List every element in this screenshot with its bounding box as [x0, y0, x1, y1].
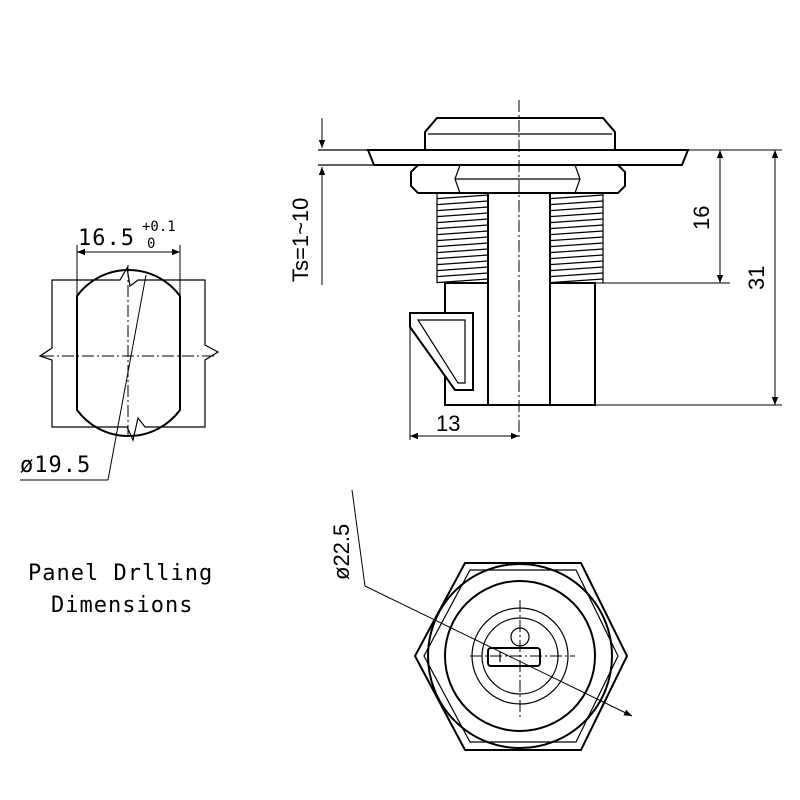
thread-crest	[549, 260, 604, 266]
thread-crest	[436, 248, 489, 254]
thread-crest	[549, 278, 604, 284]
thread-crest	[436, 230, 489, 236]
cam-plate	[409, 312, 474, 391]
thread-crest	[549, 212, 604, 218]
thread-crest	[549, 206, 604, 212]
cutout-diameter-value: ø19.5	[20, 453, 91, 478]
thread-crest	[436, 200, 489, 206]
side-view: Ts=1~10 16 31 13	[288, 100, 782, 440]
thread-crest	[549, 218, 604, 224]
thread-crest	[436, 242, 489, 248]
thread-crest	[549, 230, 604, 236]
panel-flange	[366, 149, 690, 166]
thread-crest	[436, 194, 489, 200]
caption-line-2: Dimensions	[51, 593, 193, 618]
front-view: ø22.5	[329, 489, 633, 751]
thread-crest	[549, 194, 604, 200]
thread-right	[549, 193, 604, 284]
thread-crest	[549, 266, 604, 272]
panel-break-outline	[38, 266, 220, 442]
thread-crest	[549, 272, 604, 278]
thread-left	[436, 193, 489, 284]
cam-offset-value: 13	[436, 411, 460, 436]
thread-crest	[436, 272, 489, 278]
caption-line-1: Panel Drlling	[28, 561, 213, 586]
front-diameter-value: ø22.5	[329, 524, 354, 580]
front-face	[444, 580, 596, 732]
thread-crest	[436, 254, 489, 260]
thread-crest	[436, 218, 489, 224]
ts-thickness-label: Ts=1~10	[288, 198, 313, 282]
front-outer-ring	[427, 563, 613, 749]
thread-crest	[436, 206, 489, 212]
thread-crest	[549, 236, 604, 242]
thread-crest	[436, 260, 489, 266]
thread-crest	[549, 224, 604, 230]
thread-length-value: 16	[689, 206, 714, 230]
thread-crest	[549, 200, 604, 206]
cutout-diameter-leader	[107, 274, 147, 481]
thread-crest	[436, 212, 489, 218]
thread-crest	[549, 242, 604, 248]
thread-crest	[436, 224, 489, 230]
cutout-tol-lower: 0	[147, 236, 155, 252]
panel-cutout-view: 16.5 +0.1 0 ø19.5	[20, 219, 220, 481]
front-diameter-leader	[364, 585, 633, 717]
double-d-cutout	[76, 268, 181, 438]
cutout-tol-upper: +0.1	[142, 219, 176, 235]
thread-crest	[436, 236, 489, 242]
thread-crest	[549, 254, 604, 260]
keyhole-slot	[487, 647, 541, 667]
total-length-value: 31	[744, 266, 769, 290]
front-hex-nut	[413, 562, 629, 751]
cutout-width-value: 16.5	[78, 226, 135, 251]
thread-crest	[436, 278, 489, 284]
thread-crest	[549, 248, 604, 254]
thread-crest	[436, 266, 489, 272]
caption: Panel Drlling Dimensions	[28, 561, 213, 618]
